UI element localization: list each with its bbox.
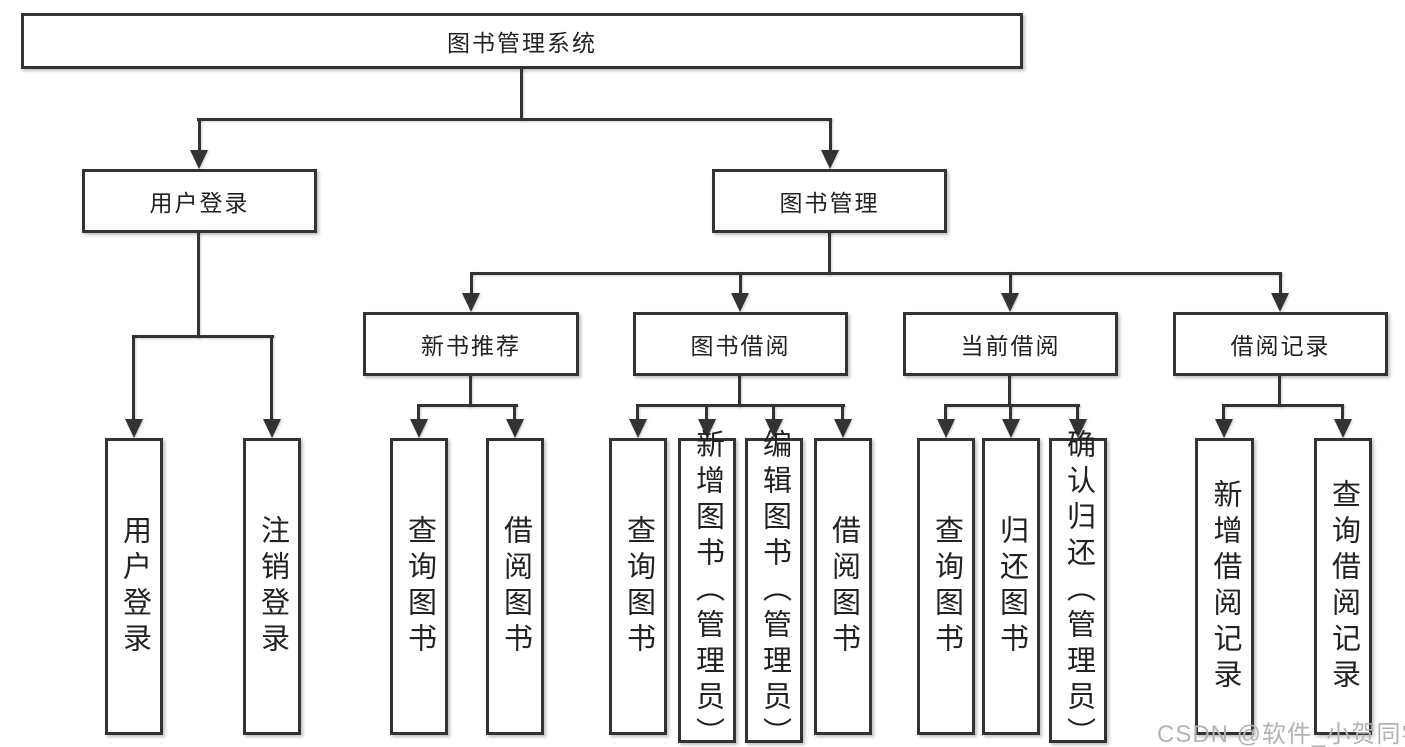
leaf-edit-books-admin: 编辑图书（管理员） bbox=[745, 429, 803, 747]
connector-line bbox=[739, 272, 742, 294]
arrow-down-icon bbox=[1002, 419, 1020, 438]
node-book-borrow: 图书借阅 bbox=[633, 312, 848, 376]
arrow-down-icon bbox=[1001, 293, 1019, 312]
root-node-label: 图书管理系统 bbox=[447, 30, 597, 56]
leaf-borrow-books-2: 借阅图书 bbox=[814, 438, 872, 735]
leaf-add-books-admin: 新增图书（管理员） bbox=[678, 429, 736, 747]
connector-line bbox=[132, 335, 274, 338]
connector-line bbox=[417, 404, 420, 420]
connector-line bbox=[828, 230, 831, 275]
arrow-down-icon bbox=[765, 419, 783, 438]
node-borrow-record: 借阅记录 bbox=[1173, 312, 1388, 376]
leaf-query-books-3: 查询图书 bbox=[917, 438, 975, 735]
connector-line bbox=[1341, 404, 1344, 420]
leaf-label: 编辑图书（管理员） bbox=[758, 428, 791, 747]
arrow-down-icon bbox=[506, 419, 524, 438]
arrow-down-icon bbox=[1215, 419, 1233, 438]
arrow-down-icon bbox=[821, 150, 839, 169]
connector-line bbox=[1009, 404, 1012, 420]
leaf-query-books-1: 查询图书 bbox=[390, 438, 448, 735]
arrow-down-icon bbox=[190, 150, 208, 169]
connector-line bbox=[132, 335, 135, 420]
connector-line bbox=[470, 272, 1282, 275]
connector-line bbox=[1009, 272, 1012, 294]
connector-line bbox=[470, 272, 473, 294]
leaf-label: 确认归还（管理员） bbox=[1062, 428, 1095, 747]
node-book-management: 图书管理 bbox=[712, 169, 947, 233]
connector-line bbox=[636, 404, 845, 407]
connector-line bbox=[197, 230, 200, 338]
connector-line bbox=[945, 404, 1080, 407]
connector-line bbox=[1222, 404, 1225, 420]
connector-line bbox=[841, 404, 844, 420]
arrow-down-icon bbox=[937, 419, 955, 438]
connector-line bbox=[417, 404, 518, 407]
leaf-query-borrow-record: 查询借阅记录 bbox=[1314, 438, 1372, 735]
leaf-label: 查询图书 bbox=[622, 514, 655, 659]
csdn-watermark: CSDN @软件_小贺同学 bbox=[1157, 721, 1405, 747]
leaf-logout: 注销登录 bbox=[243, 438, 301, 735]
arrow-down-icon bbox=[1271, 293, 1289, 312]
arrow-down-icon bbox=[731, 293, 749, 312]
arrow-down-icon bbox=[629, 419, 647, 438]
leaf-label: 借阅图书 bbox=[499, 514, 532, 659]
arrow-down-icon bbox=[1069, 419, 1087, 438]
node-new-book-recommend: 新书推荐 bbox=[363, 312, 579, 376]
leaf-label: 查询借阅记录 bbox=[1327, 478, 1360, 695]
connector-line bbox=[1278, 373, 1281, 407]
node-label: 图书管理 bbox=[779, 190, 880, 216]
connector-line bbox=[705, 404, 708, 420]
connector-line bbox=[270, 335, 273, 420]
arrow-down-icon bbox=[1334, 419, 1352, 438]
connector-line bbox=[738, 373, 741, 407]
node-label: 新书推荐 bbox=[421, 333, 521, 359]
leaf-return-books: 归还图书 bbox=[982, 438, 1040, 735]
connector-line bbox=[1223, 404, 1344, 407]
connector-line bbox=[197, 118, 832, 121]
node-user-login: 用户登录 bbox=[82, 169, 317, 233]
node-label: 图书借阅 bbox=[690, 333, 791, 359]
leaf-confirm-return-admin: 确认归还（管理员） bbox=[1049, 429, 1107, 747]
arrow-down-icon bbox=[410, 419, 428, 438]
leaf-label: 查询图书 bbox=[403, 514, 436, 659]
arrow-down-icon bbox=[125, 419, 143, 438]
leaf-label: 新增图书（管理员） bbox=[691, 428, 724, 747]
leaf-user-login: 用户登录 bbox=[105, 438, 163, 735]
leaf-label: 用户登录 bbox=[118, 514, 151, 659]
connector-line bbox=[1008, 373, 1011, 407]
arrow-down-icon bbox=[834, 419, 852, 438]
connector-line bbox=[513, 404, 516, 420]
node-label: 借阅记录 bbox=[1230, 333, 1331, 359]
connector-line bbox=[198, 118, 201, 151]
leaf-borrow-books-1: 借阅图书 bbox=[486, 438, 544, 735]
node-label: 当前借阅 bbox=[960, 333, 1061, 359]
connector-line bbox=[944, 404, 947, 420]
connector-line bbox=[636, 404, 639, 420]
leaf-label: 新增借阅记录 bbox=[1209, 478, 1241, 695]
leaf-label: 注销登录 bbox=[256, 514, 289, 659]
connector-line bbox=[829, 118, 832, 151]
connector-line bbox=[469, 373, 472, 407]
arrow-down-icon bbox=[698, 419, 716, 438]
node-current-borrow: 当前借阅 bbox=[903, 312, 1118, 376]
connector-line bbox=[1279, 272, 1282, 294]
leaf-label: 归还图书 bbox=[995, 514, 1028, 659]
connector-line bbox=[772, 404, 775, 420]
node-label: 用户登录 bbox=[149, 190, 250, 216]
arrow-down-icon bbox=[462, 293, 480, 312]
leaf-label: 借阅图书 bbox=[827, 514, 860, 659]
root-node: 图书管理系统 bbox=[21, 13, 1023, 69]
leaf-add-borrow-record: 新增借阅记录 bbox=[1195, 438, 1254, 735]
connector-line bbox=[1076, 404, 1079, 420]
leaf-label: 查询图书 bbox=[930, 514, 963, 659]
connector-line bbox=[520, 66, 523, 120]
arrow-down-icon bbox=[263, 419, 281, 438]
leaf-query-books-2: 查询图书 bbox=[609, 438, 667, 735]
